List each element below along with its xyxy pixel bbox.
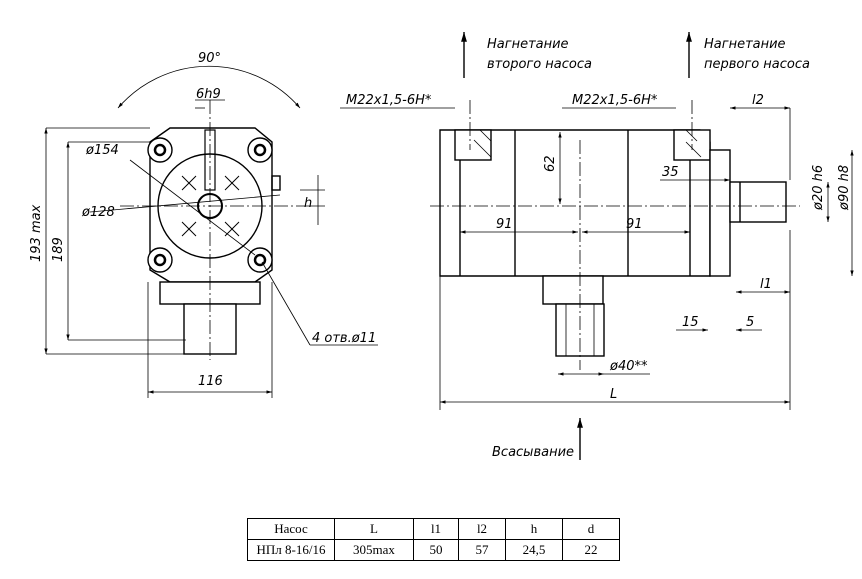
suction-label: Всасывание: [492, 445, 574, 460]
out1-line1: Нагнетание: [704, 37, 786, 52]
table-header-cell: l2: [458, 518, 506, 540]
h189-label: 189: [51, 237, 66, 262]
l2-label: l2: [752, 93, 764, 108]
holes-label: 4 отв.ø11: [312, 331, 376, 346]
front-view-labels: 90° 6h9 ø154 ø128 h 193 max 189 116 4 от…: [29, 51, 376, 389]
angle-label: 90°: [198, 51, 221, 66]
d20-label: ø20 h6: [811, 165, 826, 211]
port-2: [454, 129, 492, 161]
table-cell: 50: [413, 539, 459, 561]
d90-label: ø90 h8: [837, 165, 852, 211]
thread-right-label: M22x1,5-6H*: [572, 93, 658, 108]
table-cell: 57: [458, 539, 506, 561]
table-header-cell: L: [334, 518, 414, 540]
table-cell: 22: [562, 539, 620, 561]
table-header-cell: d: [562, 518, 620, 540]
out1-line2: первого насоса: [704, 57, 810, 72]
out2-line1: Нагнетание: [487, 37, 569, 52]
table-cell: НПл 8-16/16: [247, 539, 335, 561]
table-row: НПл 8-16/16 305max 50 57 24,5 22: [247, 539, 620, 561]
side-view-labels: M22x1,5-6H* M22x1,5-6H* 62 91 91 35 15 5…: [346, 37, 852, 460]
d15-label: 15: [682, 315, 699, 330]
w116-label: 116: [198, 374, 223, 389]
d40-label: ø40**: [609, 359, 648, 374]
d35-label: 35: [662, 165, 679, 180]
mount-hole-tl: [147, 137, 173, 163]
spec-table: Насос L l1 l2 h d НПл 8-16/16 305max 50 …: [247, 518, 620, 561]
front-view: [147, 127, 281, 355]
L-label: L: [610, 387, 617, 402]
d62-label: 62: [543, 155, 558, 172]
flange: [709, 149, 731, 277]
table-cell: 24,5: [505, 539, 563, 561]
h193-label: 193 max: [29, 204, 44, 262]
l1-label: l1: [760, 277, 772, 292]
table-header-cell: l1: [413, 518, 459, 540]
pump-drawing: 90° 6h9 ø154 ø128 h 193 max 189 116 4 от…: [29, 32, 854, 460]
table-header-cell: Насос: [247, 518, 335, 540]
mount-hole-bl: [147, 247, 173, 273]
angle-dim-arc: [117, 65, 301, 109]
d5-label: 5: [746, 315, 754, 330]
h-label: h: [304, 196, 312, 211]
d91a-label: 91: [496, 217, 513, 232]
d154-label: ø154: [85, 143, 119, 158]
front-body-outline: [149, 127, 273, 283]
d128-label: ø128: [81, 205, 115, 220]
table-header-cell: h: [505, 518, 563, 540]
side-view: [439, 129, 787, 357]
table-cell: 305max: [334, 539, 414, 561]
table-header-row: Насос L l1 l2 h d: [247, 518, 620, 540]
thread-left-label: M22x1,5-6H*: [346, 93, 432, 108]
mount-hole-tr: [247, 137, 273, 163]
out2-line2: второго насоса: [487, 57, 592, 72]
shaft: [729, 181, 787, 223]
d91b-label: 91: [626, 217, 643, 232]
key-label: 6h9: [196, 87, 221, 102]
mount-hole-br: [247, 247, 273, 273]
